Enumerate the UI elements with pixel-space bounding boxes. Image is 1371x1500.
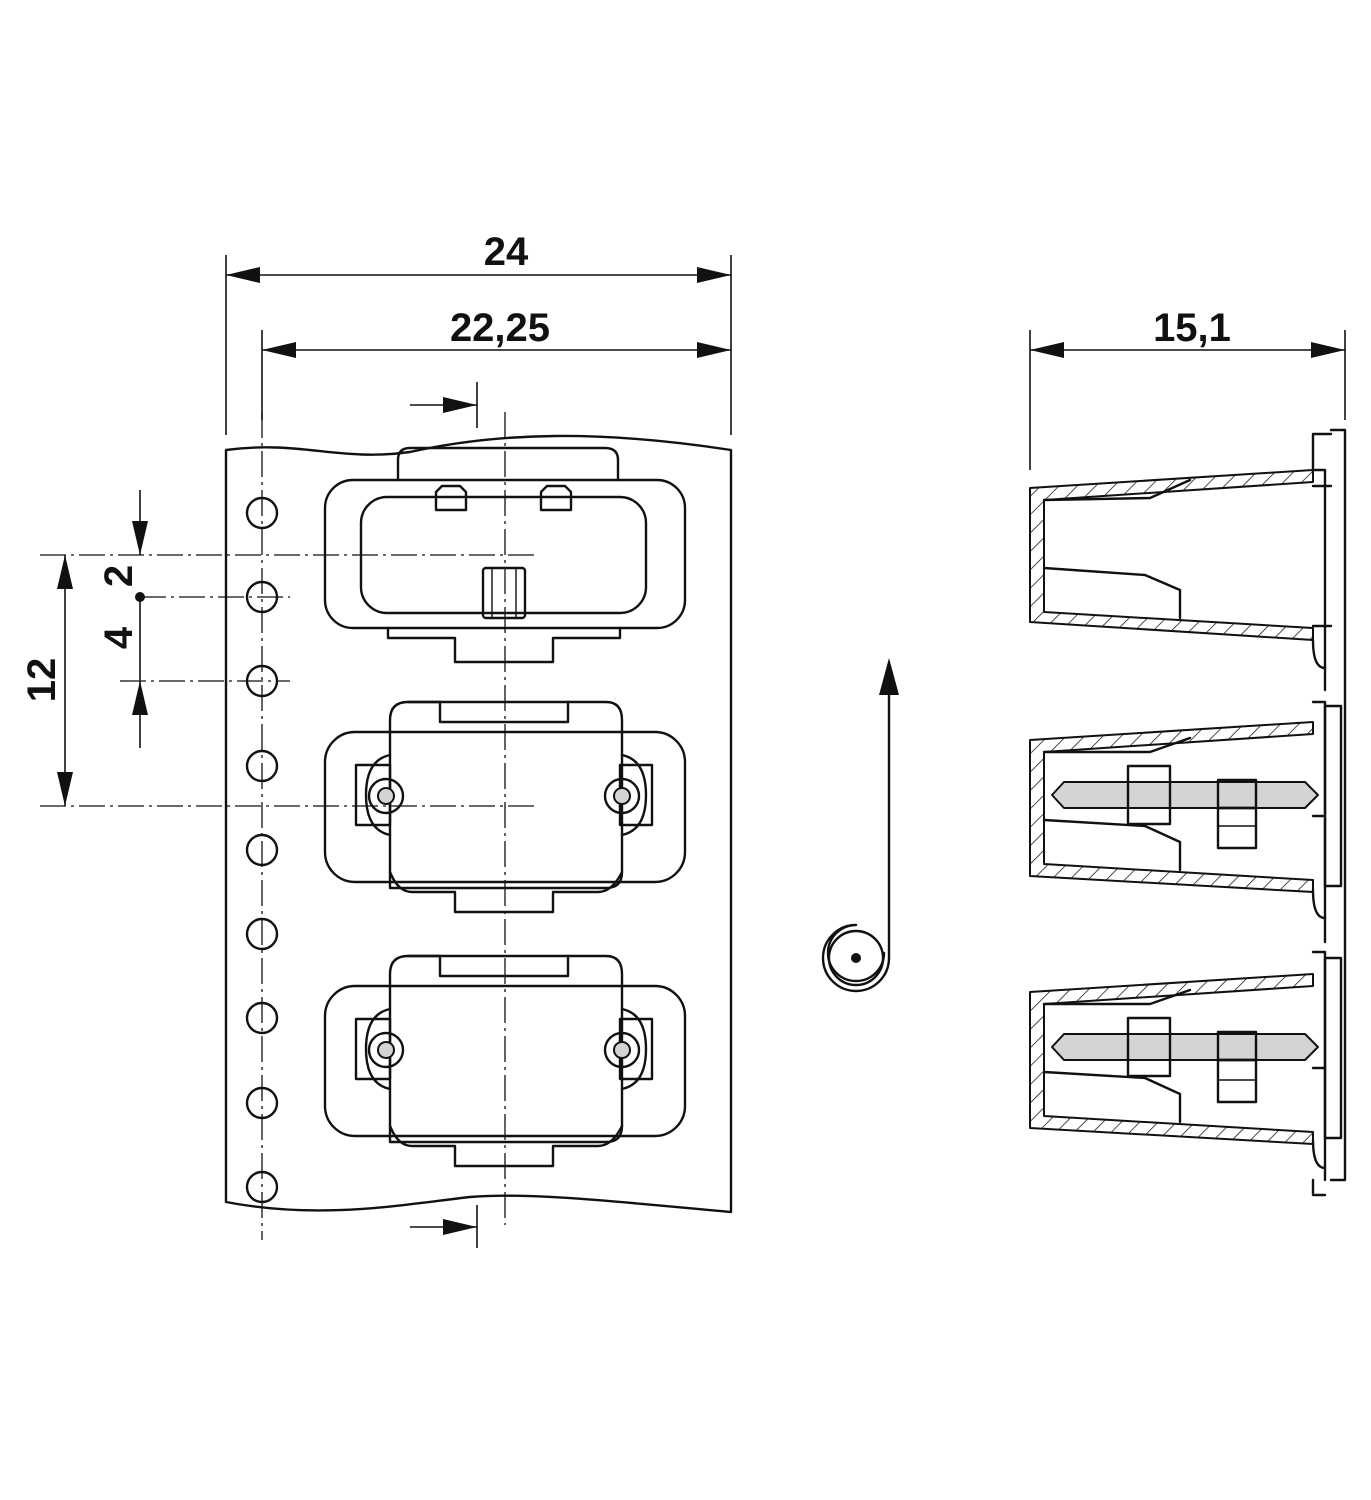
pocket-wall-1	[1029, 469, 1314, 641]
reel-spiral-icon	[821, 923, 891, 993]
section-component-2	[1042, 704, 1343, 888]
pocket-wall-2	[1029, 721, 1314, 893]
pocket-wall-3	[1029, 973, 1314, 1145]
dim-label-4: 4	[97, 626, 141, 649]
dimension-component-height: 15,1	[1029, 306, 1346, 470]
contact-pin-2	[1051, 781, 1319, 809]
tape-outline	[224, 434, 733, 1214]
dimension-pocket-offset-markers	[410, 382, 478, 1248]
carrier-tape-cross-section	[1029, 428, 1347, 1197]
dim-label-22-25: 22,25	[450, 306, 550, 350]
pocket-1	[323, 446, 687, 664]
dim-label-2: 2	[97, 565, 141, 587]
dim-label-24: 24	[484, 230, 529, 274]
carrier-tape-top-view	[40, 412, 733, 1240]
contact-pin-3	[1051, 1033, 1319, 1061]
arrow-up-icon	[879, 658, 899, 960]
pocket-3	[323, 954, 687, 1168]
dim-label-15-1: 15,1	[1153, 306, 1231, 350]
section-component-3	[1042, 956, 1343, 1140]
dimension-pocket-pitch: 12	[20, 555, 73, 806]
section-component-1	[1042, 478, 1333, 628]
dimension-tape-width: 24	[225, 230, 732, 435]
dimension-hole-offset: 2	[97, 490, 148, 602]
dimension-pocket-width: 22,25	[261, 306, 731, 420]
pocket-2	[323, 700, 687, 914]
dim-label-12: 12	[20, 658, 64, 703]
dimension-hole-pitch: 4	[97, 597, 148, 748]
